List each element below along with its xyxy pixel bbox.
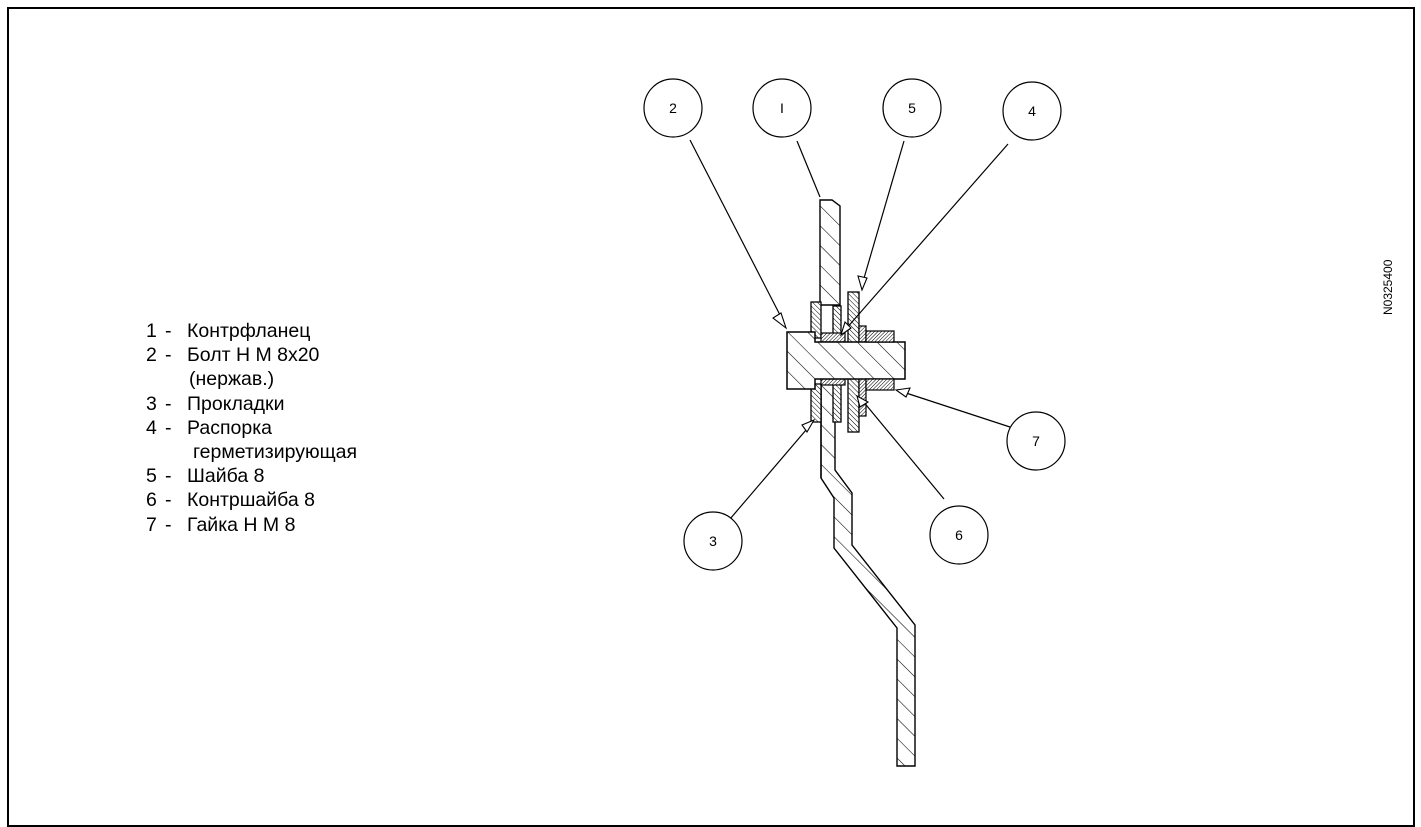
- legend-item-6: 6-Контршайба 8: [146, 489, 315, 512]
- legend-item-4: 4-Распорка: [146, 416, 273, 439]
- callout-5: 5: [882, 78, 942, 138]
- gasket-lower-right: [832, 383, 842, 423]
- gasket-lower-left: [810, 383, 822, 423]
- legend-label: Распорка: [187, 416, 273, 439]
- legend-label: Контршайба 8: [187, 489, 315, 512]
- legend-item-1: 1-Контрфланец: [146, 320, 311, 342]
- counterflange-upper: [819, 199, 841, 306]
- bolt: [786, 331, 906, 390]
- callout-6: 6: [929, 505, 989, 565]
- svg-text:3: 3: [709, 533, 717, 549]
- nut-upper: [865, 330, 895, 343]
- legend-label: Гайка H M 8: [187, 513, 296, 536]
- nut-lower: [865, 378, 895, 391]
- svg-text:6: 6: [955, 527, 963, 543]
- callout-3: 3: [683, 511, 743, 571]
- callout-4: 4: [1002, 81, 1062, 141]
- flange-lower-profile: [820, 383, 916, 767]
- parts-legend: 1-Контрфланец 2-Болт H M 8x20 (нержав.) …: [146, 319, 357, 537]
- callout-7: 7: [1006, 411, 1066, 471]
- svg-text:7: 7: [1032, 433, 1040, 449]
- legend-item-2: 2-Болт H M 8x20: [146, 344, 320, 367]
- legend-item-7: 7-Гайка H M 8: [146, 513, 296, 536]
- svg-text:I: I: [780, 100, 784, 116]
- legend-label: Шайба 8: [187, 465, 265, 488]
- callout-2: 2: [643, 78, 703, 138]
- legend-item-4-continuation: герметизирующая: [193, 441, 358, 464]
- svg-text:2: 2: [669, 100, 677, 116]
- legend-item-2-continuation: (нержав.): [189, 368, 275, 391]
- legend-label: Контрфланец: [187, 320, 311, 342]
- legend-item-3: 3-Прокладки: [146, 392, 285, 415]
- gasket-upper-left: [810, 301, 822, 339]
- callout-1: I: [752, 78, 812, 138]
- legend-label: Болт H M 8x20: [187, 344, 320, 367]
- svg-text:5: 5: [908, 100, 916, 116]
- legend-label: Прокладки: [187, 392, 285, 415]
- legend-item-5: 5-Шайба 8: [146, 465, 265, 488]
- svg-text:4: 4: [1028, 103, 1036, 119]
